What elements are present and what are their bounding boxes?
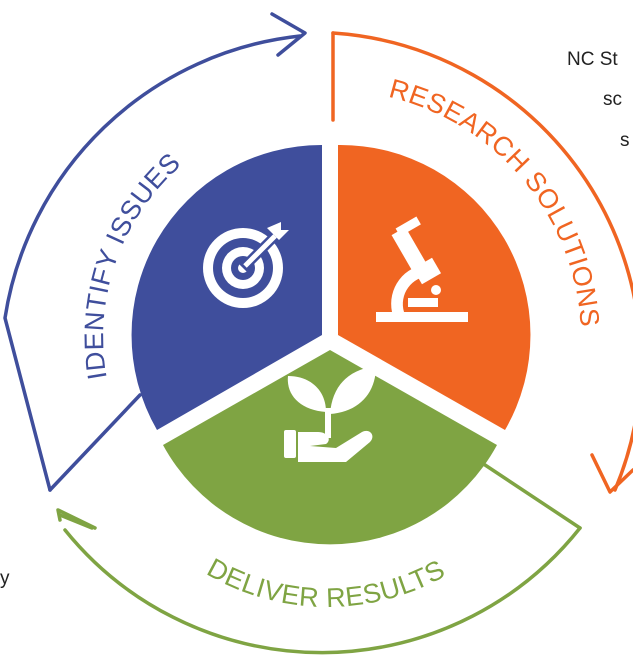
cut-text-line1: NC St bbox=[567, 49, 618, 70]
pie-slice-deliver bbox=[163, 350, 497, 545]
cut-text-line2: sc bbox=[603, 89, 622, 110]
green-arrow bbox=[56, 453, 582, 655]
seedling-hand-icon bbox=[284, 366, 376, 462]
label-deliver-results: DELIVER RESULTS bbox=[202, 552, 449, 613]
blue-arrow bbox=[3, 12, 307, 492]
cut-text-line3: s bbox=[620, 130, 630, 151]
microscope-icon bbox=[376, 216, 468, 322]
cut-text-left: y bbox=[0, 568, 10, 589]
blue-arc-inner bbox=[48, 393, 142, 492]
target-icon bbox=[203, 222, 289, 308]
pie bbox=[131, 140, 531, 545]
orange-arrow bbox=[331, 31, 633, 494]
